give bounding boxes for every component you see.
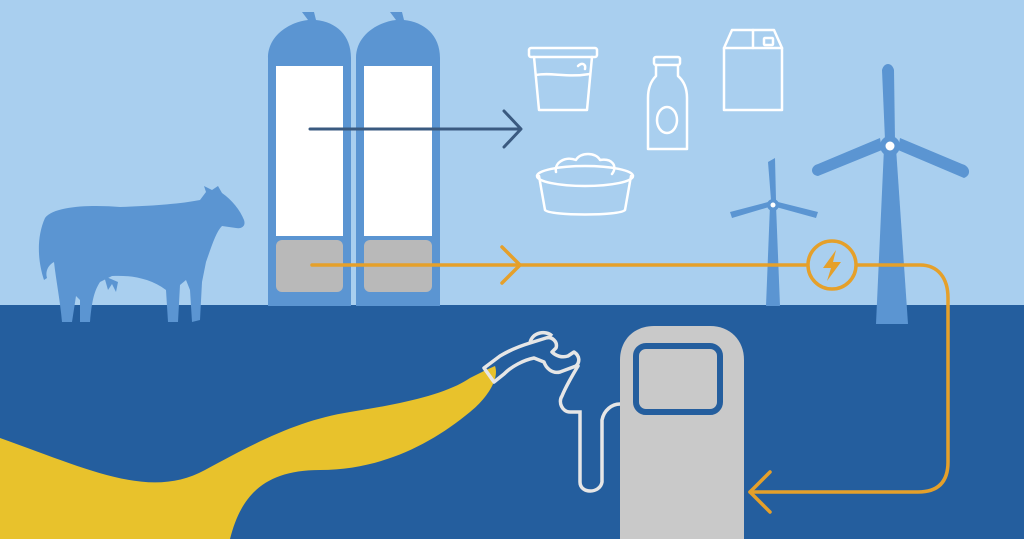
milk-bottle-icon: [646, 55, 689, 151]
fuel-stream: [0, 366, 496, 539]
dairy-products-arrow: [308, 109, 523, 149]
energy-flow-arrow: [310, 245, 950, 514]
milk-carton-icon: [722, 28, 784, 112]
wind-turbine-small-icon: [730, 158, 818, 306]
silo-left: [268, 12, 351, 306]
fuel-pump-icon: [620, 326, 744, 539]
yogurt-cup-icon: [527, 46, 599, 112]
wind-turbine-large-icon: [812, 64, 970, 324]
lightning-icon: [806, 239, 858, 291]
fuel-nozzle-icon: [482, 330, 622, 493]
cow-icon: [38, 186, 245, 322]
silo-right: [356, 12, 440, 306]
cheese-tub-icon: [535, 152, 635, 216]
